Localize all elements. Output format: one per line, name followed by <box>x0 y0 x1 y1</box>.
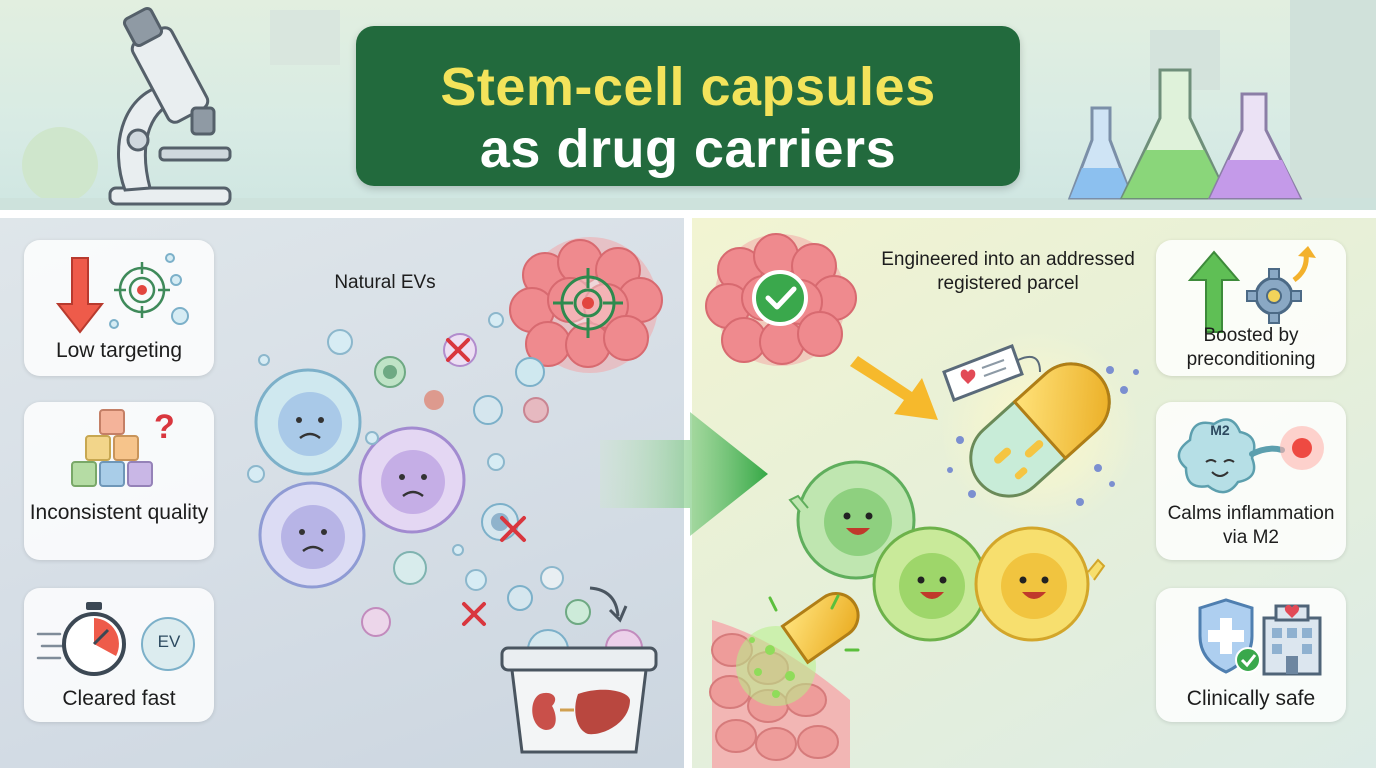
tumor-cluster-right <box>705 233 857 366</box>
card-label: Low targeting <box>55 339 183 362</box>
drug-capsule-icon <box>969 362 1111 498</box>
delivery-arrow-icon <box>850 356 938 420</box>
rejected-mark-icon <box>446 338 526 626</box>
check-badge-icon <box>752 270 808 326</box>
sad-vesicle-lavender <box>258 481 366 589</box>
card-boosted: Boosted by preconditioning <box>1156 240 1346 376</box>
clearance-bin-icon <box>500 586 658 754</box>
sparkle-lines <box>768 594 860 652</box>
microscope-icon <box>108 6 232 206</box>
address-tag-icon <box>942 344 1041 402</box>
tumor-cluster-left <box>509 237 663 373</box>
card-clinically-safe: Clinically safe <box>1156 588 1346 722</box>
transform-arrow-icon <box>600 412 768 536</box>
happy-cell-yellow <box>974 526 1106 642</box>
card-label: Boosted by preconditioning <box>1186 325 1316 370</box>
bg-shelf <box>1290 0 1376 210</box>
engineered-heading: Engineered into an addressed registered … <box>881 249 1135 294</box>
shield-hospital-icon <box>1198 598 1322 676</box>
arrow-up-gear-icon <box>1187 246 1316 333</box>
card-inconsistent-quality: ? Inconsistent quality <box>24 402 214 560</box>
blocks-question-icon: ? <box>71 408 175 487</box>
title-box: Stem-cell capsules as drug carriers <box>356 26 1020 186</box>
macrophage-icon <box>1177 418 1324 494</box>
bg-flask <box>22 127 98 203</box>
sad-vesicle-purple <box>358 426 466 534</box>
blue-flask-icon <box>1067 106 1135 200</box>
svg-text:?: ? <box>154 408 175 446</box>
target-down-icon <box>55 253 189 334</box>
released-drug-dots <box>749 637 795 698</box>
card-label: Clinically safe <box>1186 687 1316 710</box>
ligand-dots <box>947 366 1139 506</box>
card-label: Inconsistent quality <box>29 501 209 524</box>
bg-counter <box>0 198 1376 210</box>
card-label: Calms inflammation via M2 <box>1167 503 1335 548</box>
header-banner: Stem-cell capsules as drug carriers <box>0 0 1376 210</box>
purple-flask-icon <box>1207 92 1303 200</box>
card-label: Cleared fast <box>62 687 176 710</box>
lab-background <box>0 0 1376 210</box>
open-capsule-icon <box>780 592 860 665</box>
ev-badge: EV <box>157 632 181 651</box>
natural-evs-heading: Natural EVs <box>334 272 436 293</box>
header-divider <box>0 210 1376 218</box>
sad-vesicle-blue <box>254 368 362 476</box>
stopwatch-ev-icon <box>36 602 195 676</box>
target-center <box>582 297 594 309</box>
liver-icon <box>575 689 630 735</box>
title-line-1: Stem-cell capsules <box>440 57 936 117</box>
bg-window <box>270 10 340 65</box>
card-low-targeting: Low targeting <box>24 240 214 376</box>
card-calms-inflammation: M2 Calms inflammation via M2 <box>1156 402 1346 560</box>
title-line-2: as drug carriers <box>479 119 897 179</box>
happy-cell-lime <box>872 526 988 642</box>
card-cleared-fast: EV Cleared fast <box>24 588 214 722</box>
m2-badge: M2 <box>1210 422 1230 438</box>
kidney-icon <box>532 692 556 730</box>
